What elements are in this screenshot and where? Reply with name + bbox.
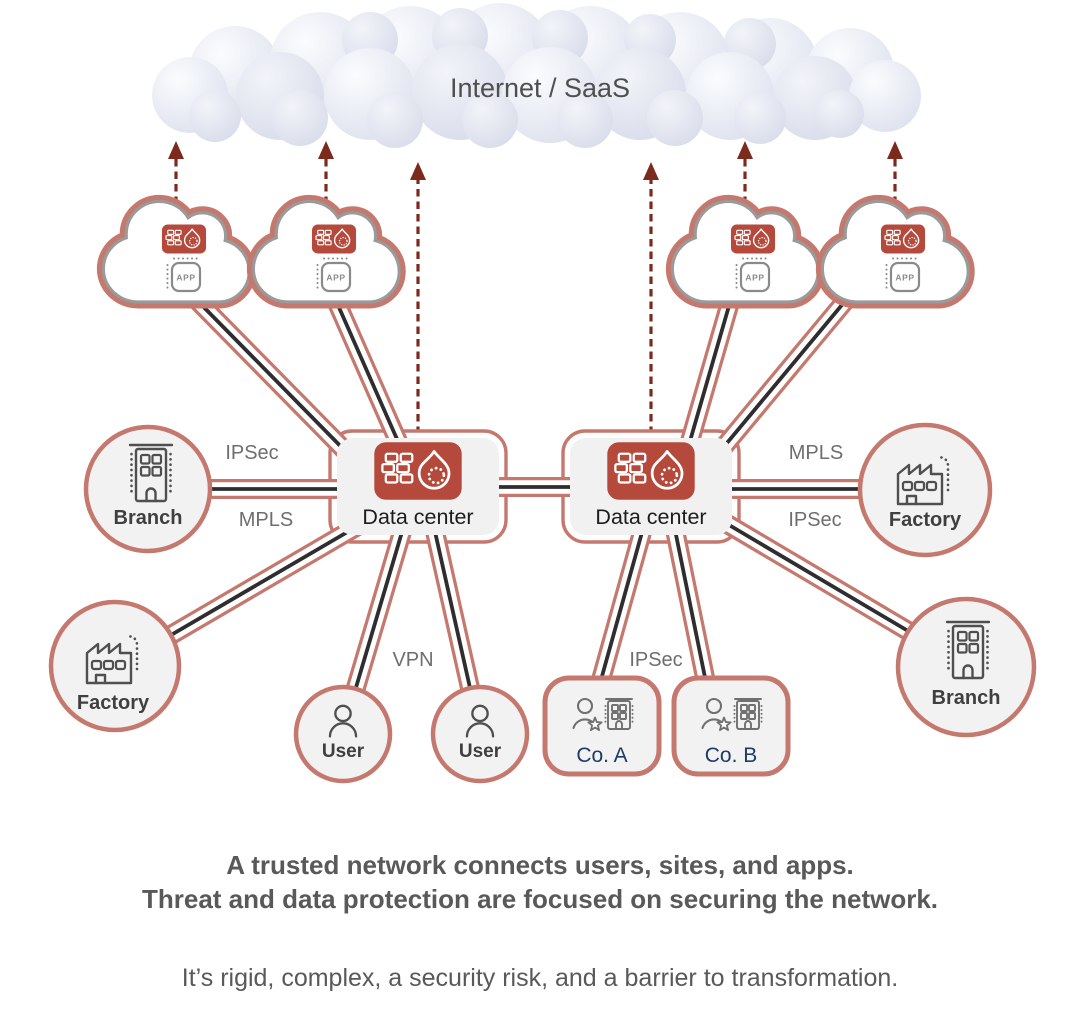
node-circle — [293, 684, 393, 784]
caption-headline-1: A trusted network connects users, sites,… — [226, 850, 854, 880]
node-company-b: Co. B — [671, 675, 791, 777]
link-label-ipsec-left: IPSec — [225, 442, 278, 464]
app-label: APP — [176, 273, 195, 283]
uplink-arrow-cloud-1 — [168, 141, 184, 204]
link-cloud2-dc — [320, 277, 414, 465]
link-dc-company-b — [663, 510, 720, 712]
datacenter-label: Data center — [595, 505, 706, 529]
node-circle — [430, 684, 530, 784]
app-label: APP — [326, 273, 345, 283]
firewall-icon — [605, 440, 697, 502]
cloud-bubbles — [152, 3, 921, 148]
uplink-arrow-cloud-2 — [318, 141, 334, 204]
node-label: User — [322, 741, 365, 762]
internet-label: Internet / SaaS — [450, 73, 630, 103]
node-user-right: User — [430, 684, 530, 784]
node-datacenter-right: Data center — [570, 438, 732, 535]
firewall-icon — [161, 223, 207, 255]
caption: A trusted network connects users, sites,… — [142, 850, 938, 992]
caption-subline: It’s rigid, complex, a security risk, an… — [182, 964, 898, 992]
link-label-mpls-left: MPLS — [239, 509, 293, 531]
uplink-arrows — [168, 141, 903, 434]
firewall-icon — [311, 223, 357, 255]
node-datacenter-left: Data center — [337, 438, 499, 535]
app-cloud-3: APP — [672, 201, 818, 302]
node-label: Branch — [114, 507, 183, 529]
node-branch-left: Branch — [83, 424, 213, 554]
node-branch-right: Branch — [895, 596, 1037, 738]
node-label: Co. B — [705, 744, 758, 767]
link-dc-company-a — [584, 508, 656, 715]
internet-cloud: Internet / SaaS — [152, 3, 921, 148]
firewall-icon — [880, 223, 926, 255]
uplink-arrow-dc-right — [643, 162, 659, 434]
firewall-icon — [730, 223, 776, 255]
link-label-vpn: VPN — [392, 649, 433, 671]
link-cloud4-dc — [707, 278, 866, 465]
firewall-icon — [372, 440, 464, 502]
node-factory-left: Factory — [48, 599, 182, 733]
links — [108, 273, 962, 738]
app-cloud-4: APP — [822, 201, 968, 302]
node-user-left: User — [293, 684, 393, 784]
link-label-ipsec-right: IPSec — [788, 509, 841, 531]
node-company-a: Co. A — [542, 675, 662, 777]
caption-headline-2: Threat and data protection are focused o… — [142, 884, 938, 914]
app-label: APP — [745, 273, 764, 283]
link-cloud3-dc — [676, 275, 745, 465]
node-label: Factory — [77, 692, 150, 714]
uplink-arrow-dc-left — [410, 162, 426, 434]
node-label: User — [459, 741, 502, 762]
node-circle — [857, 422, 993, 558]
uplink-arrow-cloud-3 — [737, 141, 753, 204]
node-factory-right: Factory — [857, 422, 993, 558]
app-cloud-1: APP — [103, 201, 249, 302]
link-label-mpls-right: MPLS — [789, 442, 843, 464]
link-cloud1-dc — [170, 273, 372, 478]
uplink-arrow-cloud-4 — [887, 141, 903, 204]
node-label: Branch — [932, 687, 1001, 709]
link-label-ipsec-companies: IPSec — [629, 649, 682, 671]
node-label: Co. A — [576, 744, 627, 767]
node-label: Factory — [889, 509, 962, 531]
datacenter-label: Data center — [362, 505, 473, 529]
link-labels: IPSec MPLS VPN IPSec MPLS IPSec — [225, 442, 843, 671]
app-label: APP — [895, 273, 914, 283]
app-cloud-2: APP — [253, 201, 399, 302]
